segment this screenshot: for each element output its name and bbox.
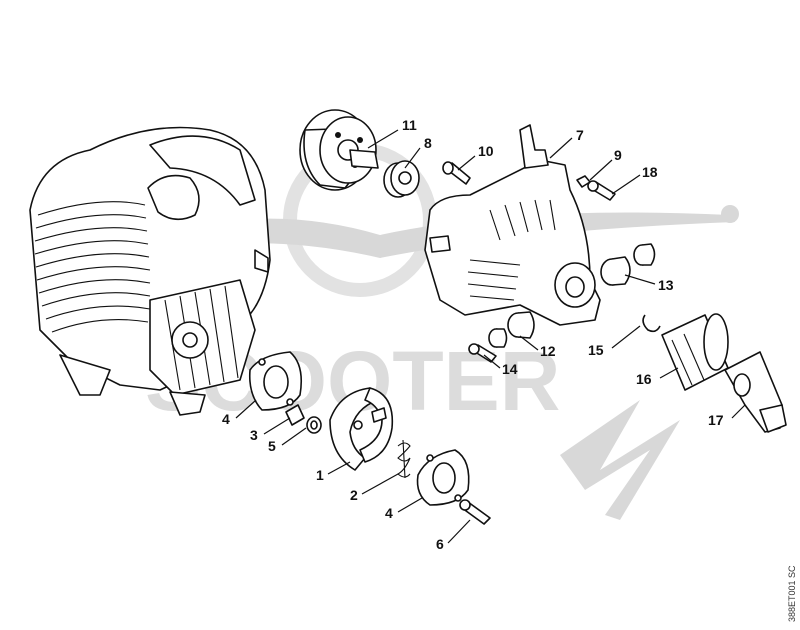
callout-14: 14 bbox=[502, 361, 518, 377]
screw-6 bbox=[459, 499, 491, 525]
callout-17: 17 bbox=[708, 412, 724, 428]
screw-10 bbox=[442, 161, 471, 185]
callout-18: 18 bbox=[642, 164, 658, 180]
callout-13: 13 bbox=[658, 277, 674, 293]
callout-12: 12 bbox=[540, 343, 556, 359]
screw-14 bbox=[468, 343, 497, 363]
clamp-17 bbox=[724, 351, 787, 433]
callout-3: 3 bbox=[250, 427, 258, 443]
spring-2 bbox=[397, 439, 411, 479]
carrier-4-bottom bbox=[416, 449, 470, 506]
callout-10: 10 bbox=[478, 143, 494, 159]
callout-16: 16 bbox=[636, 371, 652, 387]
callout-15: 15 bbox=[588, 342, 604, 358]
leader-lines bbox=[235, 129, 746, 544]
screw-18 bbox=[587, 180, 616, 201]
carrier-4-top bbox=[248, 351, 303, 411]
callout-7: 7 bbox=[576, 127, 584, 143]
reference-code: 388ET001 SC bbox=[787, 565, 797, 622]
engine-housing bbox=[29, 126, 271, 416]
sleeves-12 bbox=[488, 311, 535, 348]
sleeve-3 bbox=[285, 404, 305, 426]
callout-8: 8 bbox=[424, 135, 432, 151]
callout-5: 5 bbox=[268, 438, 276, 454]
callout-11: 11 bbox=[402, 117, 417, 133]
clutch-shoes-1 bbox=[329, 387, 394, 471]
callout-4-bottom: 4 bbox=[385, 505, 393, 521]
sleeves-13 bbox=[600, 243, 656, 286]
callout-1: 1 bbox=[316, 467, 324, 483]
tube-16 bbox=[661, 313, 729, 391]
callout-6: 6 bbox=[436, 536, 444, 552]
washer-5 bbox=[306, 416, 322, 434]
callouts: 11 8 10 7 9 18 13 12 14 15 16 17 4 3 5 1… bbox=[222, 117, 724, 552]
callout-4-top: 4 bbox=[222, 411, 230, 427]
clutch-drum-11 bbox=[299, 109, 379, 191]
fan-housing-7 bbox=[424, 124, 601, 326]
bearing-8 bbox=[383, 160, 420, 198]
circlip-15 bbox=[642, 314, 661, 333]
callout-9: 9 bbox=[614, 147, 622, 163]
callout-2: 2 bbox=[350, 487, 358, 503]
